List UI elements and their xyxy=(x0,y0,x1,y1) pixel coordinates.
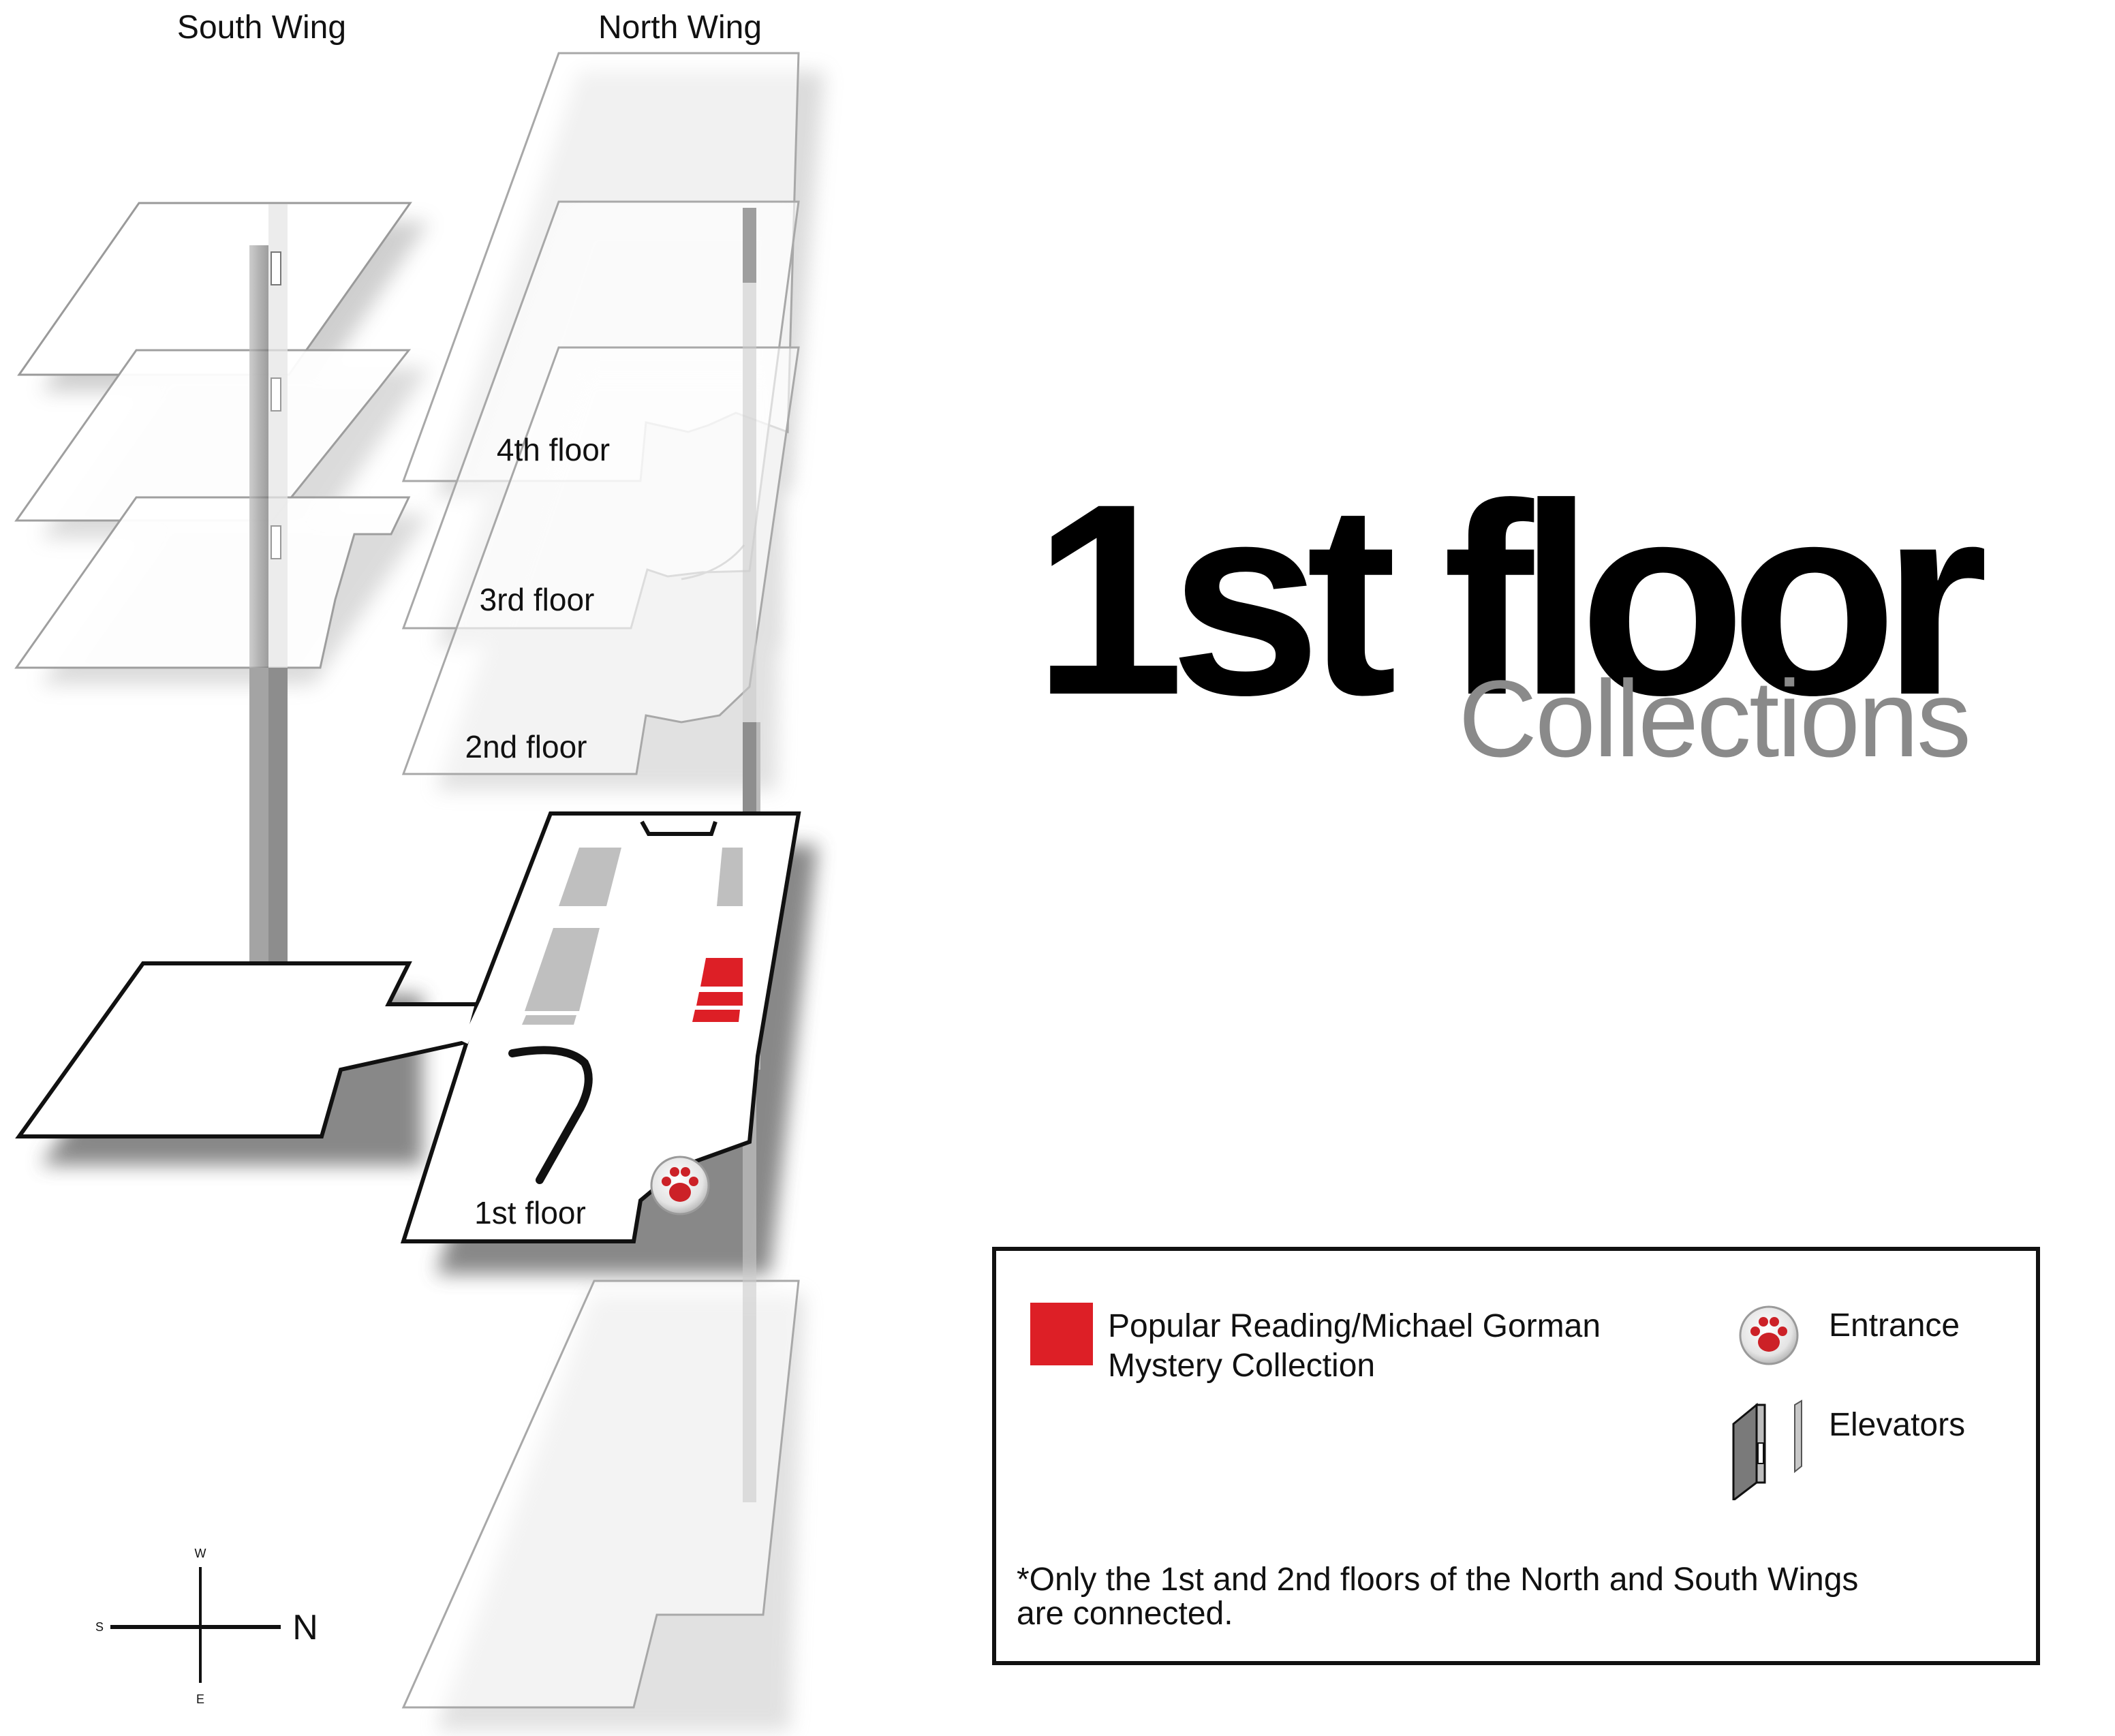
floor-label-1st: 1st floor xyxy=(474,1195,586,1230)
stairs xyxy=(508,1046,593,1184)
south-elevator-shaft xyxy=(249,204,288,1049)
floor-label-4th: 4th floor xyxy=(497,432,610,467)
south-wing-upper-floors xyxy=(14,202,412,669)
first-floor-plan xyxy=(15,811,801,1243)
north-wing-label: North Wing xyxy=(598,10,762,46)
floor-label-2nd: 2nd floor xyxy=(465,729,587,764)
legend: Popular Reading/Michael Gorman Mystery C… xyxy=(992,1247,2040,1665)
page-title: 1st floor xyxy=(1033,447,1988,751)
paw-print-icon xyxy=(1739,1305,1799,1365)
popular-reading-stack xyxy=(692,1010,740,1022)
legend-entrance: Entrance xyxy=(1829,1307,1960,1344)
compass: W S E N xyxy=(95,1547,318,1706)
popular-reading-swatch xyxy=(1030,1303,1093,1365)
popular-reading-stack xyxy=(700,958,743,987)
compass-east: E xyxy=(196,1692,204,1706)
legend-popular-reading: Popular Reading/Michael Gorman Mystery C… xyxy=(1108,1308,1601,1384)
north-wing-upper-floors xyxy=(401,52,800,1709)
south-wing-label: South Wing xyxy=(177,10,346,46)
legend-elevators: Elevators xyxy=(1829,1407,1966,1443)
legend-note: *Only the 1st and 2nd floors of the Nort… xyxy=(1017,1562,1859,1632)
popular-reading-stack xyxy=(696,992,743,1006)
compass-north: N xyxy=(292,1608,318,1647)
compass-west: W xyxy=(195,1547,206,1560)
elevator-icon xyxy=(1732,1399,1802,1500)
paw-print-icon xyxy=(650,1156,710,1215)
page-subtitle: Collections xyxy=(1458,657,1971,779)
compass-south: S xyxy=(95,1620,104,1634)
floor-label-3rd: 3rd floor xyxy=(480,582,595,617)
